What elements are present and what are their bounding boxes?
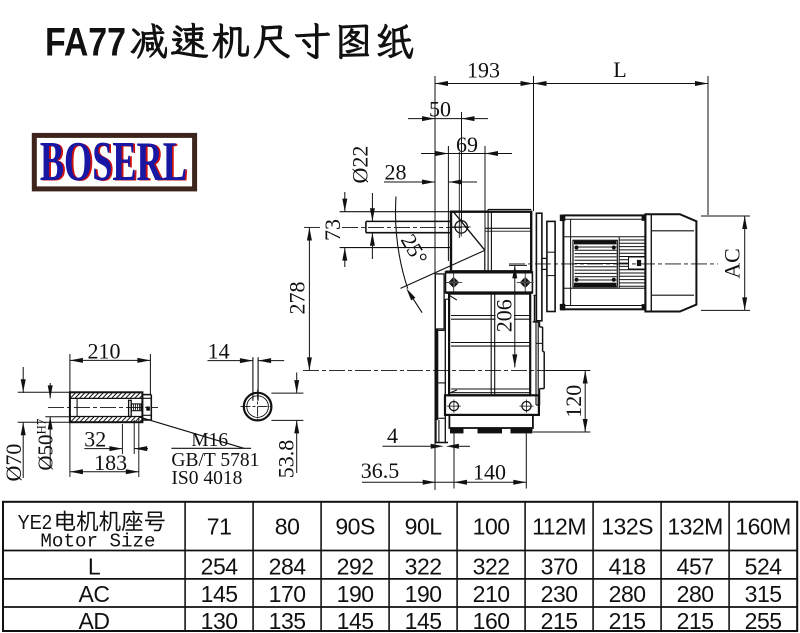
svg-text:190: 190 [405,581,442,607]
svg-text:210: 210 [88,339,121,364]
svg-text:L: L [88,554,101,580]
svg-text:AC: AC [79,581,110,607]
svg-text:AC: AC [720,248,745,279]
svg-text:418: 418 [609,554,646,580]
svg-text:FA77: FA77 [45,21,126,65]
svg-text:206: 206 [492,299,517,332]
svg-text:160M: 160M [735,514,791,540]
svg-text:73: 73 [320,219,345,241]
svg-text:135: 135 [269,608,306,633]
svg-text:Motor Size: Motor Size [40,531,155,553]
svg-text:90L: 90L [405,514,443,540]
svg-text:190: 190 [337,581,374,607]
svg-text:292: 292 [337,554,374,580]
svg-text:210: 210 [473,581,510,607]
svg-text:L: L [613,57,626,82]
svg-text:BOSERL: BOSERL [40,131,187,193]
svg-text:322: 322 [473,554,510,580]
svg-text:28: 28 [385,160,407,185]
svg-text:130: 130 [201,608,238,633]
svg-text:AD: AD [79,608,110,633]
svg-text:145: 145 [337,608,374,633]
svg-text:36.5: 36.5 [361,458,400,483]
svg-text:524: 524 [745,554,783,580]
svg-text:280: 280 [609,581,646,607]
svg-text:145: 145 [405,608,442,633]
svg-text:4: 4 [387,423,398,448]
svg-text:215: 215 [609,608,646,633]
svg-text:140: 140 [473,460,506,485]
svg-text:M16: M16 [191,430,228,451]
svg-text:170: 170 [269,581,306,607]
svg-text:280: 280 [677,581,714,607]
svg-text:278: 278 [285,282,310,315]
svg-text:80: 80 [275,514,300,540]
svg-text:457: 457 [677,554,714,580]
svg-text:132M: 132M [667,514,723,540]
svg-text:100: 100 [473,514,510,540]
svg-text:IS0 4018: IS0 4018 [171,468,242,489]
svg-text:GB/T 5781: GB/T 5781 [171,450,259,471]
svg-text:132S: 132S [601,514,653,540]
svg-text:254: 254 [201,554,239,580]
svg-text:315: 315 [745,581,782,607]
svg-text:112M: 112M [532,514,586,540]
svg-text:71: 71 [207,514,232,540]
svg-text:69: 69 [456,132,478,157]
svg-text:370: 370 [541,554,578,580]
svg-text:322: 322 [405,554,442,580]
svg-text:50: 50 [429,97,451,122]
svg-text:145: 145 [201,581,238,607]
svg-text:32: 32 [84,427,106,452]
svg-text:193: 193 [467,58,500,83]
svg-text:160: 160 [473,608,510,633]
svg-text:14: 14 [208,339,230,364]
svg-text:Ø70: Ø70 [1,444,26,482]
svg-text:BOSERL: BOSERL [42,132,189,194]
svg-text:215: 215 [541,608,578,633]
svg-text:YE2: YE2 [18,511,53,534]
svg-text:255: 255 [745,608,782,633]
svg-text:183: 183 [94,450,127,475]
svg-text:53.8: 53.8 [274,440,299,479]
svg-text:Ø22: Ø22 [348,146,373,184]
svg-text:120: 120 [561,385,586,418]
svg-text:215: 215 [677,608,714,633]
svg-text:284: 284 [269,554,307,580]
svg-text:230: 230 [541,581,578,607]
svg-text:90S: 90S [335,514,375,540]
